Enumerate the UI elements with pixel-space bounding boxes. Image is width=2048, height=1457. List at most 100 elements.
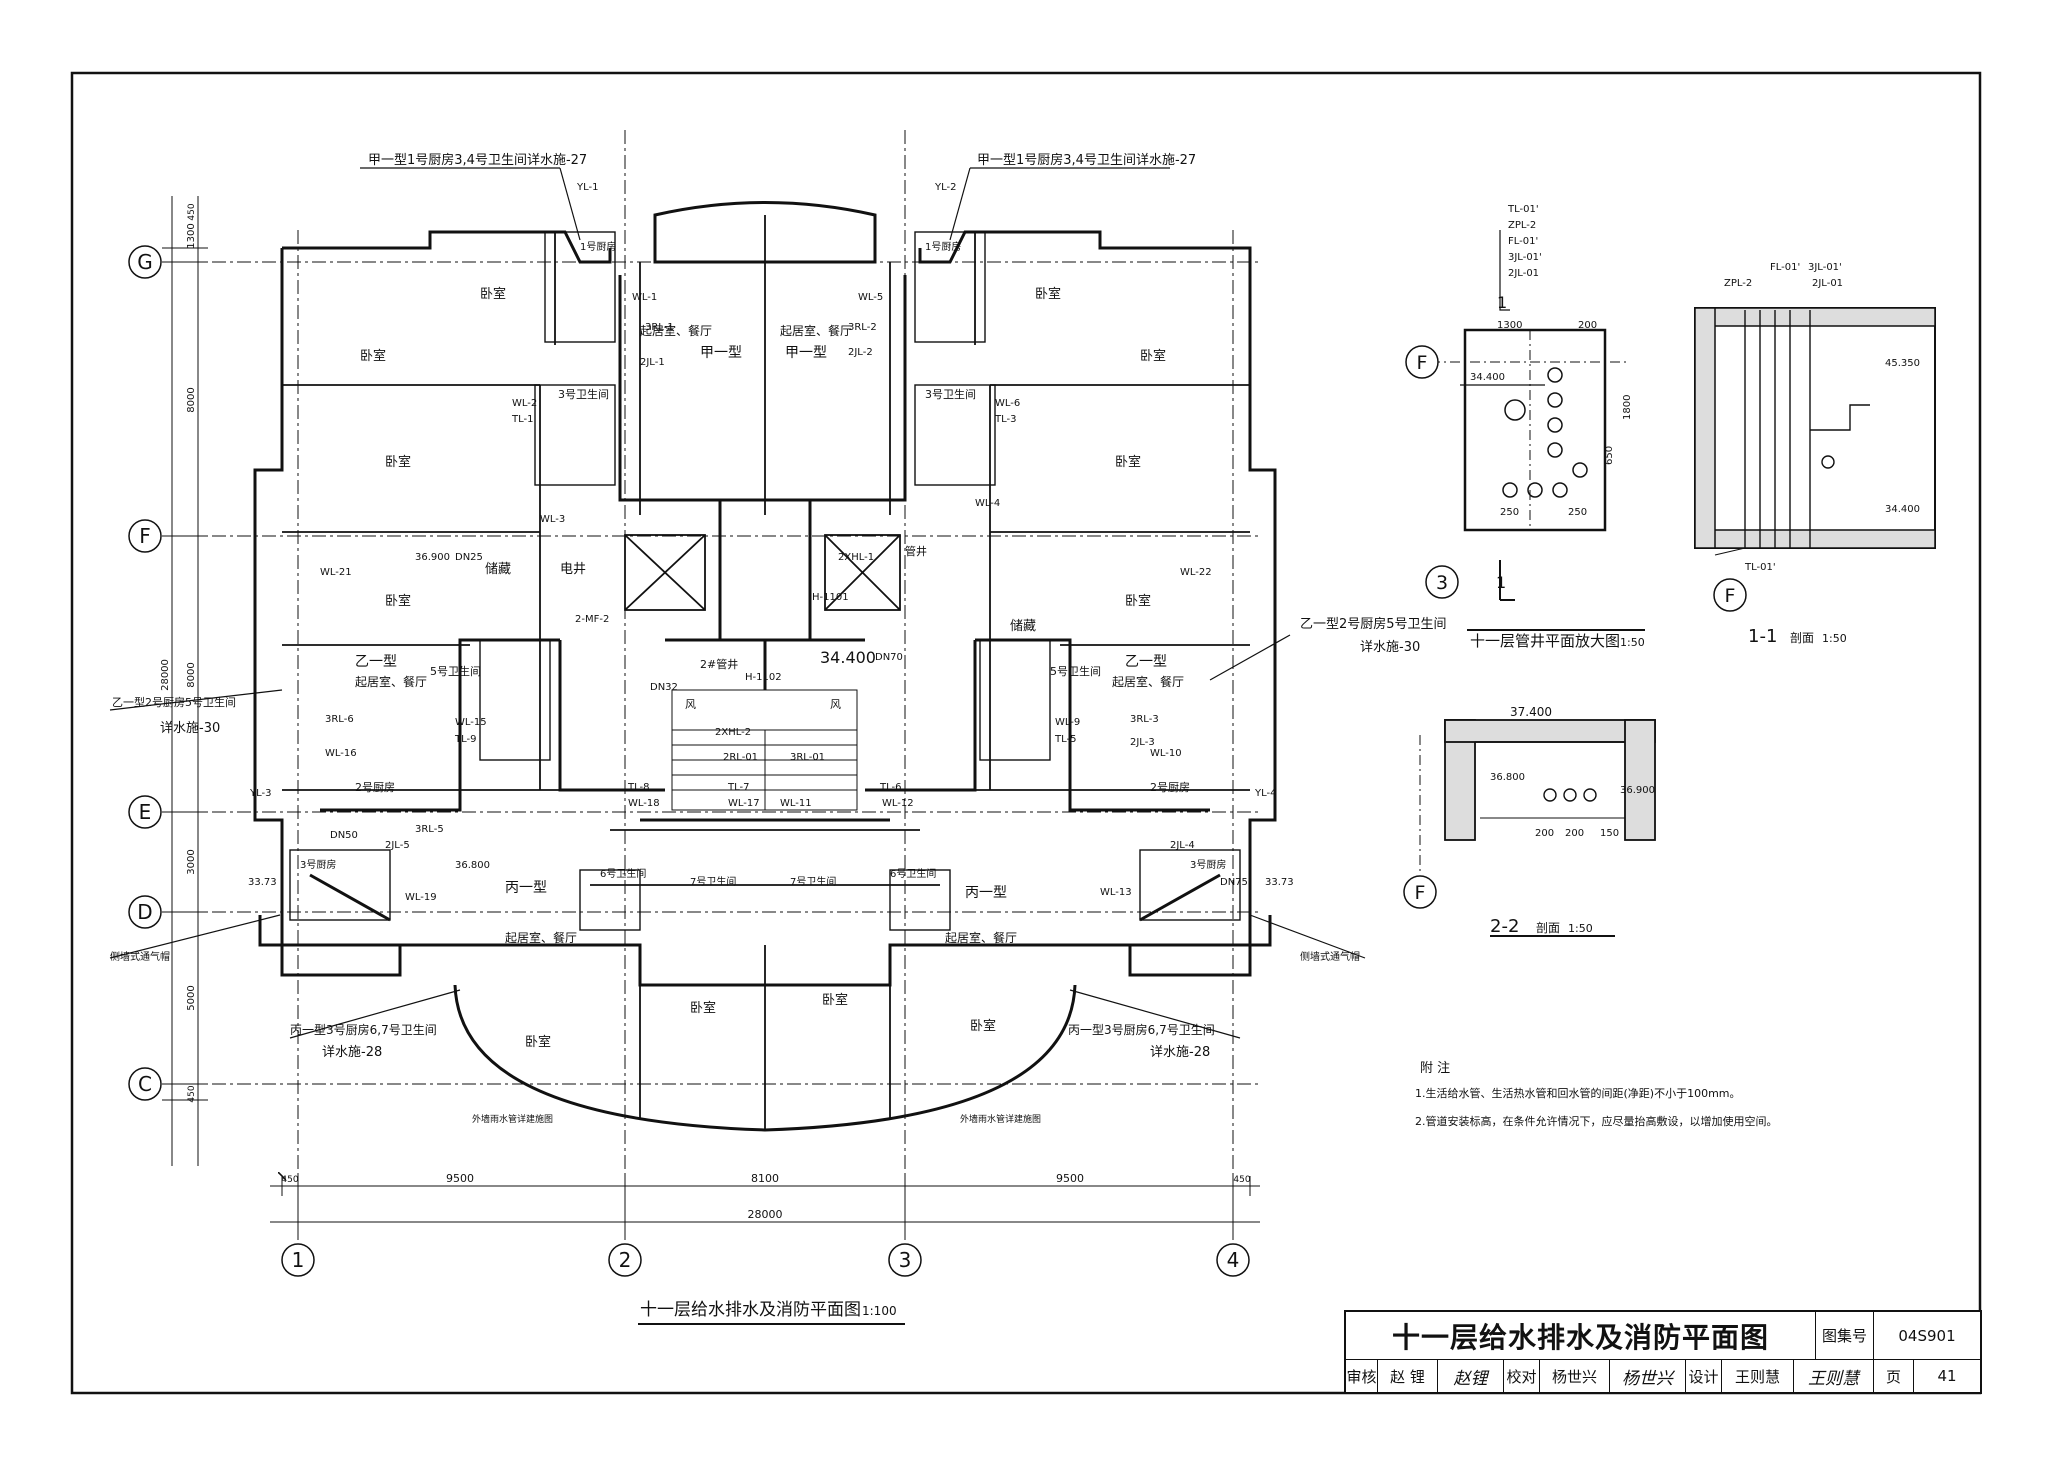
- svg-text:TL-6: TL-6: [879, 782, 901, 793]
- svg-text:甲一型: 甲一型: [785, 345, 827, 361]
- svg-text:450: 450: [187, 1085, 197, 1102]
- svg-text:200: 200: [1578, 320, 1597, 331]
- svg-text:ZPL-2: ZPL-2: [1724, 278, 1752, 289]
- svg-text:2: 2: [619, 1248, 632, 1272]
- svg-text:乙一型: 乙一型: [1125, 654, 1167, 670]
- svg-text:YL-4: YL-4: [1254, 788, 1276, 799]
- svg-text:3号卫生间: 3号卫生间: [558, 387, 609, 401]
- svg-text:WL-2: WL-2: [512, 398, 537, 409]
- svg-text:甲一型: 甲一型: [700, 345, 742, 361]
- page-label: 页: [1874, 1360, 1914, 1392]
- svg-text:甲一型1号厨房3,4号卫生间详水施-27: 甲一型1号厨房3,4号卫生间详水施-27: [368, 152, 587, 168]
- svg-text:外墙雨水管详建施图: 外墙雨水管详建施图: [960, 1113, 1041, 1125]
- svg-text:WL-13: WL-13: [1100, 887, 1132, 898]
- svg-text:34.400: 34.400: [1470, 372, 1505, 383]
- svg-text:起居室、餐厅: 起居室、餐厅: [1112, 674, 1184, 689]
- page-number: 41: [1937, 1367, 1957, 1385]
- unit-type-labels: 甲一型 甲一型 乙一型 乙一型 丙一型 丙一型: [355, 345, 1167, 901]
- axis-bubble-G: G: [128, 245, 162, 279]
- svg-text:YL-3: YL-3: [249, 788, 271, 799]
- svg-text:9500: 9500: [1056, 1172, 1084, 1185]
- svg-text:8000: 8000: [186, 662, 197, 687]
- grid-lines: [162, 130, 1260, 1240]
- axis-bubble-3: 3: [888, 1243, 922, 1277]
- svg-text:卧室: 卧室: [480, 286, 506, 302]
- svg-text:1.生活给水管、生活热水管和回水管的间距(净距)不小于100: 1.生活给水管、生活热水管和回水管的间距(净距)不小于100mm。: [1415, 1086, 1741, 1100]
- svg-text:风: 风: [830, 698, 841, 711]
- svg-text:起居室、餐厅: 起居室、餐厅: [780, 323, 852, 338]
- axis-bubble-4: 4: [1216, 1243, 1250, 1277]
- svg-text:F: F: [1415, 882, 1426, 904]
- svg-text:1: 1: [292, 1248, 305, 1272]
- room-labels: 卧室 卧室 卧室 卧室 卧室 卧室 卧室 卧室 卧室 卧室 卧室 卧室 起居室、…: [300, 240, 1226, 1050]
- svg-text:1:50: 1:50: [1568, 922, 1593, 935]
- axis-bubbles: 1 2 3 4 G F E D C: [128, 245, 1250, 1277]
- axis-bubble-C: C: [128, 1067, 162, 1101]
- svg-text:丙一型: 丙一型: [505, 880, 547, 896]
- svg-text:1: 1: [1496, 573, 1506, 592]
- svg-text:DN25: DN25: [455, 552, 483, 563]
- svg-text:WL-18: WL-18: [628, 798, 660, 809]
- svg-text:2JL-2: 2JL-2: [848, 347, 873, 358]
- callouts: 甲一型1号厨房3,4号卫生间详水施-27 甲一型1号厨房3,4号卫生间详水施-2…: [110, 152, 1447, 1125]
- svg-text:2-MF-2: 2-MF-2: [575, 614, 609, 625]
- svg-text:33.73: 33.73: [248, 877, 277, 888]
- svg-text:200: 200: [1565, 828, 1584, 839]
- svg-text:DN32: DN32: [650, 682, 678, 693]
- svg-text:卧室: 卧室: [360, 348, 386, 364]
- svg-text:TL-7: TL-7: [727, 782, 749, 793]
- svg-text:卧室: 卧室: [1140, 348, 1166, 364]
- svg-text:4: 4: [1227, 1248, 1240, 1272]
- svg-text:电井: 电井: [560, 562, 586, 577]
- svg-text:250: 250: [1500, 507, 1519, 518]
- dimension-lines: [162, 196, 1260, 1232]
- svg-text:DN75: DN75: [1220, 877, 1248, 888]
- reviewer-name: 赵 锂: [1378, 1360, 1438, 1392]
- svg-text:200: 200: [1535, 828, 1554, 839]
- reviewer-signature: 赵锂: [1438, 1360, 1504, 1392]
- svg-text:WL-4: WL-4: [975, 498, 1000, 509]
- review-label: 审核: [1346, 1360, 1378, 1392]
- svg-text:甲一型1号厨房3,4号卫生间详水施-27: 甲一型1号厨房3,4号卫生间详水施-27: [977, 152, 1196, 168]
- svg-text:丙一型: 丙一型: [965, 885, 1007, 901]
- main-floor-plan: [109, 130, 1366, 1240]
- svg-text:H-1102: H-1102: [745, 672, 782, 683]
- designer-signature: 王则慧: [1794, 1360, 1874, 1392]
- svg-text:1800: 1800: [1622, 395, 1633, 420]
- svg-text:150: 150: [1600, 828, 1619, 839]
- svg-text:37.400: 37.400: [1510, 705, 1552, 719]
- svg-text:起居室、餐厅: 起居室、餐厅: [640, 323, 712, 338]
- svg-text:28000: 28000: [748, 1208, 783, 1221]
- title-block: 十一层给水排水及消防平面图 图集号 04S901 审核 赵 锂 赵锂 校对 杨世…: [1344, 1310, 1982, 1394]
- svg-text:WL-1: WL-1: [632, 292, 657, 303]
- svg-text:1:50: 1:50: [1620, 636, 1645, 649]
- svg-text:2JL-01: 2JL-01: [1508, 268, 1539, 279]
- svg-text:WL-9: WL-9: [1055, 717, 1080, 728]
- svg-text:卧室: 卧室: [690, 1000, 716, 1016]
- svg-text:C: C: [138, 1072, 152, 1096]
- svg-text:450: 450: [1233, 1175, 1250, 1185]
- svg-text:3RL-2: 3RL-2: [848, 322, 877, 333]
- svg-text:1号厨房: 1号厨房: [925, 240, 961, 253]
- svg-text:TL-3: TL-3: [994, 414, 1016, 425]
- axis-bubble-F: F: [128, 519, 162, 553]
- svg-text:2JL-5: 2JL-5: [385, 840, 410, 851]
- section-1-1: [1694, 307, 1936, 612]
- svg-text:F: F: [139, 524, 151, 548]
- svg-text:乙一型2号厨房5号卫生间: 乙一型2号厨房5号卫生间: [112, 695, 236, 709]
- svg-text:8000: 8000: [186, 387, 197, 412]
- svg-text:WL-10: WL-10: [1150, 748, 1182, 759]
- svg-text:F: F: [1417, 352, 1428, 374]
- svg-text:3RL-6: 3RL-6: [325, 714, 354, 725]
- shaft-plan-texts: TL-01' ZPL-2 FL-01' 3JL-01' 2JL-01 1300 …: [1417, 204, 1645, 650]
- axis-bubble-E: E: [128, 795, 162, 829]
- svg-text:储藏: 储藏: [485, 562, 511, 577]
- section-2-2: [1403, 719, 1656, 937]
- axis-bubble-1: 1: [281, 1243, 315, 1277]
- svg-text:1: 1: [1497, 293, 1507, 312]
- svg-text:5000: 5000: [186, 985, 197, 1010]
- svg-text:28000: 28000: [160, 659, 171, 691]
- svg-text:WL-21: WL-21: [320, 567, 352, 578]
- svg-text:45.350: 45.350: [1885, 358, 1920, 369]
- svg-text:WL-19: WL-19: [405, 892, 437, 903]
